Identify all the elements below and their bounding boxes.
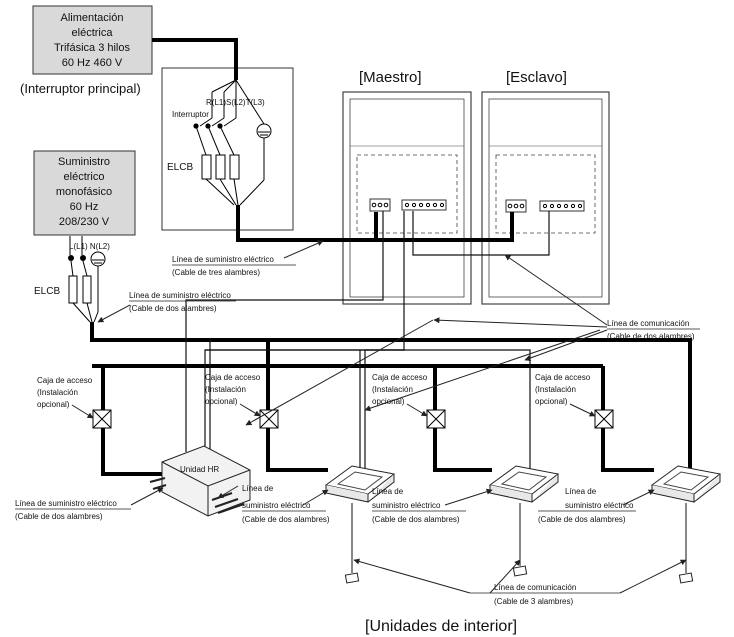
svg-text:60 Hz 460 V: 60 Hz 460 V <box>62 57 123 69</box>
svg-text:Interruptor: Interruptor <box>172 110 209 119</box>
label-access-box-1: Caja de acceso (Instalación opcional) <box>37 376 94 419</box>
outdoor-unit-master: [Maestro] <box>342 69 472 305</box>
main-switch-label: (Interruptor principal) <box>20 81 141 96</box>
svg-text:suministro eléctrico: suministro eléctrico <box>242 501 311 510</box>
label-access-box-4: Caja de acceso (Instalación opcional) <box>535 373 596 417</box>
svg-text:Línea de: Línea de <box>372 487 404 496</box>
svg-text:eléctrica: eléctrica <box>72 27 114 39</box>
label-supply-local-hr: Línea de suministro eléctrico (Cable de … <box>217 484 330 524</box>
svg-text:Caja de acceso: Caja de acceso <box>535 373 591 382</box>
svg-text:Línea de suministro eléctrico: Línea de suministro eléctrico <box>15 499 117 508</box>
three-phase-source-box: Alimentación eléctrica Trifásica 3 hilos… <box>32 5 153 75</box>
svg-text:Línea de: Línea de <box>242 484 274 493</box>
svg-text:opcional): opcional) <box>37 400 70 409</box>
svg-text:opcional): opcional) <box>372 397 405 406</box>
svg-text:ELCB: ELCB <box>167 162 193 173</box>
label-supply-2wire-top: Línea de suministro eléctrico (Cable de … <box>97 291 236 323</box>
svg-text:60 Hz: 60 Hz <box>70 201 99 213</box>
svg-text:Suministro: Suministro <box>58 156 110 168</box>
svg-text:suministro eléctrico: suministro eléctrico <box>372 501 441 510</box>
svg-text:(Instalación: (Instalación <box>205 385 246 394</box>
svg-text:Caja de acceso: Caja de acceso <box>37 376 93 385</box>
svg-text:(Cable de dos alambres): (Cable de dos alambres) <box>372 515 460 524</box>
svg-text:(Cable de dos alambres): (Cable de dos alambres) <box>15 512 103 521</box>
svg-text:L(L1) N(L2): L(L1) N(L2) <box>69 242 110 251</box>
access-box-3 <box>426 409 446 429</box>
svg-text:Línea de comunicación: Línea de comunicación <box>494 583 576 592</box>
label-supply-local-3: Línea de suministro eléctrico (Cable de … <box>538 487 655 524</box>
svg-text:ELCB: ELCB <box>34 286 60 297</box>
label-comm-2wire: Línea de comunicación (Cable de dos alam… <box>245 254 700 426</box>
access-box-4 <box>594 409 614 429</box>
svg-text:(Instalación: (Instalación <box>535 385 576 394</box>
svg-text:(Instalación: (Instalación <box>37 388 78 397</box>
svg-text:Trifásica 3 hilos: Trifásica 3 hilos <box>54 42 131 54</box>
svg-text:(Cable de 3 alambres): (Cable de 3 alambres) <box>494 597 573 606</box>
label-supply-3wire: Línea de suministro eléctrico (Cable de … <box>172 240 324 277</box>
access-box-2 <box>259 409 279 429</box>
svg-text:opcional): opcional) <box>535 397 568 406</box>
svg-text:opcional): opcional) <box>205 397 238 406</box>
single-phase-panel: L(L1) N(L2) ELCB <box>34 236 692 472</box>
communication-wiring <box>185 211 550 470</box>
svg-text:Línea de suministro eléctrico: Línea de suministro eléctrico <box>129 291 231 300</box>
indoor-unit-3 <box>650 465 722 584</box>
hr-unit: Unidad HR <box>149 445 251 517</box>
supply-wiring <box>92 205 654 476</box>
svg-text:Unidad HR: Unidad HR <box>180 465 219 474</box>
label-comm-3wire: Línea de comunicación (Cable de 3 alambr… <box>353 558 687 606</box>
label-access-box-2: Caja de acceso (Instalación opcional) <box>205 373 261 417</box>
label-supply-bottom-left: Línea de suministro eléctrico (Cable de … <box>15 487 164 521</box>
svg-text:208/230 V: 208/230 V <box>59 216 110 228</box>
svg-text:[Esclavo]: [Esclavo] <box>506 69 567 86</box>
svg-text:Caja de acceso: Caja de acceso <box>205 373 261 382</box>
main-switch-box: R(L1)S(L2)T(L3) Interruptor ELCB <box>152 38 294 231</box>
indoor-units-title: [Unidades de interior] <box>365 618 517 635</box>
svg-text:Caja de acceso: Caja de acceso <box>372 373 428 382</box>
svg-text:(Cable de dos alambres): (Cable de dos alambres) <box>538 515 626 524</box>
svg-text:(Cable de dos alambres): (Cable de dos alambres) <box>242 515 330 524</box>
single-phase-source-box: Suministro eléctrico monofásico 60 Hz 20… <box>33 150 136 236</box>
svg-text:Línea de: Línea de <box>565 487 597 496</box>
svg-text:(Instalación: (Instalación <box>372 385 413 394</box>
label-access-box-3: Caja de acceso (Instalación opcional) <box>372 373 428 417</box>
svg-text:(Cable de tres alambres): (Cable de tres alambres) <box>172 268 260 277</box>
label-supply-local-2: Línea de suministro eléctrico (Cable de … <box>372 487 493 524</box>
svg-text:Línea de comunicación: Línea de comunicación <box>607 319 689 328</box>
svg-text:monofásico: monofásico <box>56 186 112 198</box>
outdoor-unit-slave: [Esclavo] <box>481 69 610 305</box>
indoor-unit-2 <box>488 465 560 577</box>
svg-text:(Cable de dos alambres): (Cable de dos alambres) <box>607 332 695 341</box>
svg-text:[Maestro]: [Maestro] <box>359 69 422 86</box>
svg-text:eléctrico: eléctrico <box>64 171 105 183</box>
svg-text:Alimentación: Alimentación <box>61 12 124 24</box>
svg-text:Línea de suministro eléctrico: Línea de suministro eléctrico <box>172 255 274 264</box>
access-box-1 <box>92 409 112 429</box>
indoor-unit-1 <box>324 465 396 584</box>
svg-text:suministro eléctrico: suministro eléctrico <box>565 501 634 510</box>
svg-text:(Cable de dos alambres): (Cable de dos alambres) <box>129 304 217 313</box>
